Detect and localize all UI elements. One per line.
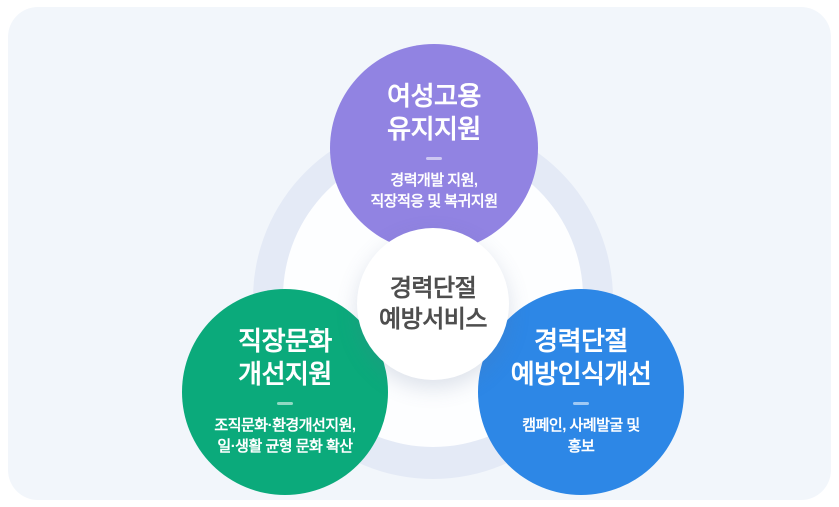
hub-title: 경력단절 예방서비스 bbox=[379, 275, 487, 333]
hub-circle: 경력단절 예방서비스 bbox=[357, 228, 509, 380]
bubble-description: 조직문화·환경개선지원, 일·생활 균형 문화 확산 bbox=[214, 417, 356, 455]
divider-bar bbox=[277, 402, 293, 405]
bubble-description: 캠페인, 사례발굴 및 홍보 bbox=[522, 417, 640, 455]
bubble-workplace-culture: 직장문화 개선지원 조직문화·환경개선지원, 일·생활 균형 문화 확산 bbox=[182, 289, 388, 495]
bubble-employment-retention: 여성고용 유지지원 경력개발 지원, 직장적응 및 복귀지원 bbox=[330, 44, 538, 252]
divider-bar bbox=[573, 402, 589, 405]
bubble-title: 직장문화 개선지원 bbox=[238, 326, 332, 389]
bubble-description: 경력개발 지원, 직장적응 및 복귀지원 bbox=[370, 172, 498, 210]
bubble-awareness-improvement: 경력단절 예방인식개선 캠페인, 사례발굴 및 홍보 bbox=[478, 289, 684, 495]
diagram-panel: 여성고용 유지지원 경력개발 지원, 직장적응 및 복귀지원 직장문화 개선지원… bbox=[8, 7, 831, 500]
divider-bar bbox=[426, 157, 442, 160]
bubble-title: 여성고용 유지지원 bbox=[387, 81, 481, 144]
bubble-title: 경력단절 예방인식개선 bbox=[510, 326, 652, 389]
